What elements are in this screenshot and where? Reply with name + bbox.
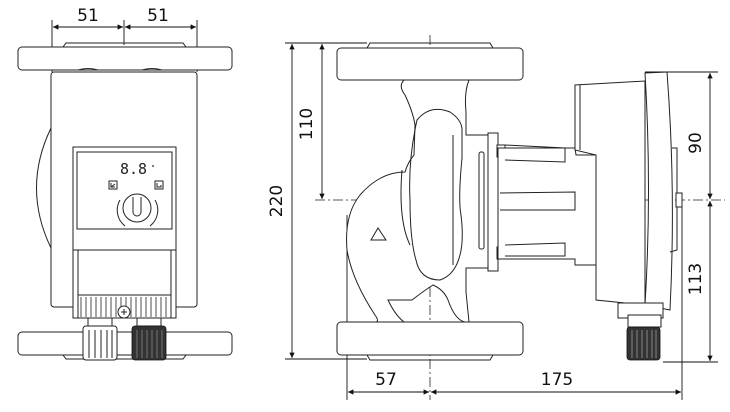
cable-gland-right <box>131 317 167 361</box>
volute-outline <box>36 127 52 249</box>
led-display: 8.8 <box>120 160 147 178</box>
flow-direction-triangle <box>370 227 387 241</box>
top-flange <box>336 47 524 81</box>
side-view: 220 110 90 113 57 175 <box>267 35 725 400</box>
dim-top-to-axis: 110 <box>297 108 317 140</box>
top-flange <box>17 46 233 71</box>
bottom-flange <box>336 321 524 356</box>
dim-right-half: 51 <box>147 6 169 26</box>
dim-flange-to-axis: 57 <box>375 370 397 390</box>
bottom-flange <box>17 331 233 356</box>
display-panel <box>76 151 173 230</box>
pump-housing <box>346 79 489 323</box>
motor-bracket <box>497 147 597 266</box>
dim-axis-to-head: 175 <box>541 370 573 390</box>
mode-icon-right <box>154 180 164 190</box>
cable-gland-side <box>617 302 664 361</box>
control-module-head <box>644 71 673 311</box>
dim-left-half: 51 <box>77 6 99 26</box>
front-width-dimension: 51 51 <box>51 6 198 72</box>
top-flange-boss <box>62 42 187 48</box>
screw-icon <box>117 305 131 319</box>
dim-overall-height: 220 <box>267 185 287 217</box>
cable-gland-left <box>82 317 118 361</box>
mode-icon-left <box>108 180 118 190</box>
front-view: 51 51 8.8 <box>17 6 233 361</box>
control-knob <box>116 193 159 227</box>
dim-head-above-axis: 90 <box>686 132 706 154</box>
dim-head-below-axis: 113 <box>686 263 706 295</box>
